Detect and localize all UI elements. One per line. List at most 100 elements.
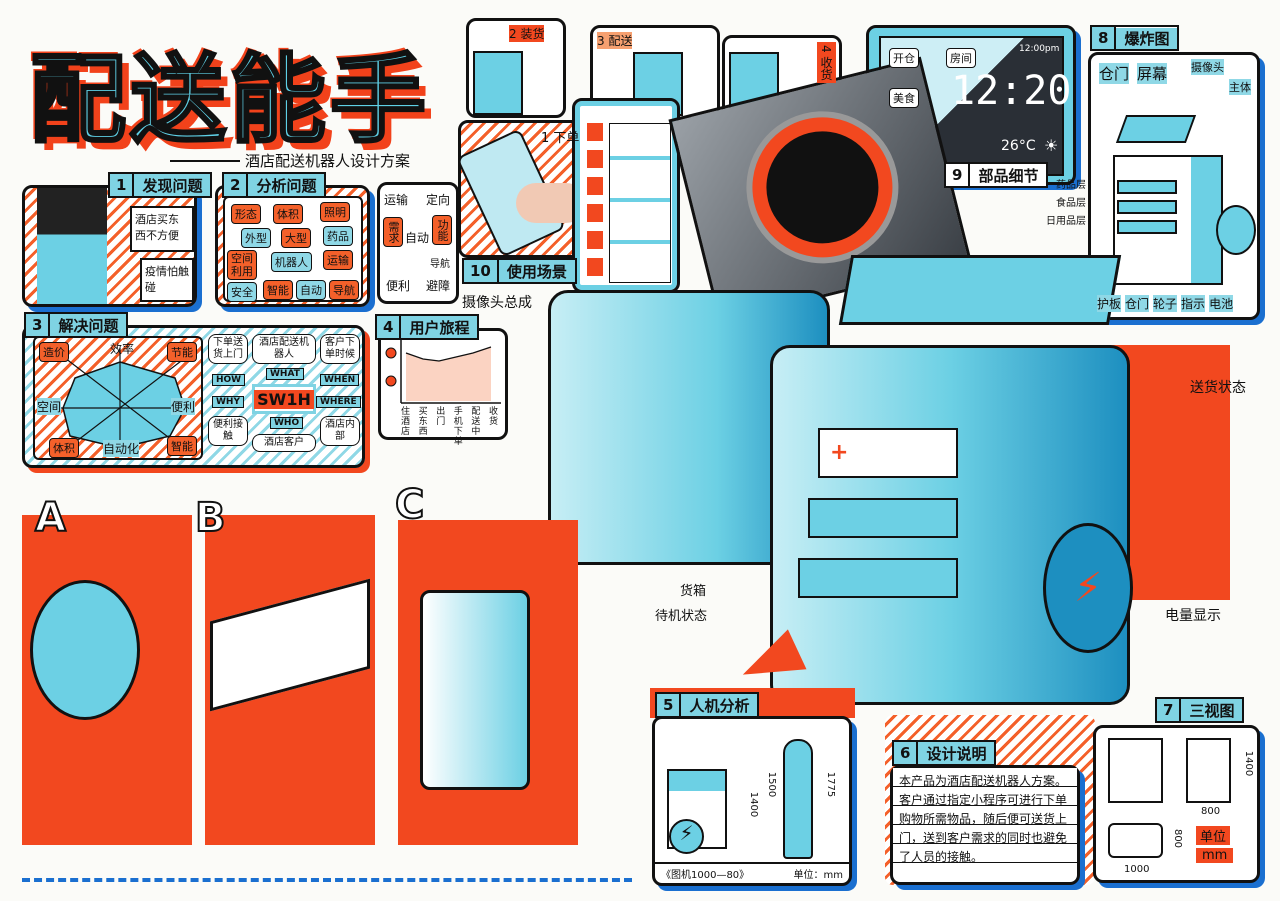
hex-cell: 酒店客户	[252, 434, 316, 452]
tag: 机器人	[271, 252, 312, 272]
bottom-parts: 护板 仓门 轮子 指示 电池	[1097, 295, 1234, 312]
human-figure	[783, 739, 813, 859]
tag: 空间利用	[227, 250, 257, 280]
open-compartment-button[interactable]: 开仓	[889, 48, 919, 68]
need-label: 需求	[383, 217, 403, 247]
need-label: 运输	[384, 193, 409, 207]
radar-label: 智能	[167, 436, 197, 456]
panel-label: 爆炸图	[1116, 27, 1178, 49]
speech-bubble: 酒店买东西不方便	[130, 206, 194, 252]
hex-cell: 酒店配送机器人	[252, 334, 316, 364]
tag: 运输	[323, 250, 353, 270]
poster-title: 配送能手	[29, 43, 430, 158]
panel-number: 1	[110, 174, 135, 196]
tag: 安全	[227, 282, 257, 302]
panel-number: 4	[377, 316, 402, 338]
robot-sensor-arm	[838, 255, 1122, 325]
panel-9-header: 9 部品细节	[944, 162, 1049, 188]
stage-label: 手机下单	[453, 407, 463, 447]
sketch-label-c: C	[394, 481, 425, 529]
wheel	[1216, 205, 1256, 255]
lightning-icon: ⚡	[669, 819, 704, 854]
panel-label: 使用场景	[506, 262, 567, 281]
clock-display: 12:20	[951, 68, 1072, 114]
storyboard-load: 2 装货	[466, 18, 566, 118]
poster-subtitle: 酒店配送机器人设计方案	[245, 152, 411, 170]
dim-human-height: 1775	[825, 771, 837, 798]
panel-number: 6	[894, 742, 919, 764]
panel-label: 解决问题	[58, 316, 119, 335]
panel-label: 分析问题	[256, 176, 317, 195]
part-label: 电池	[1209, 295, 1234, 312]
radar-label: 自动化	[103, 440, 140, 457]
annotation-box: 货箱	[680, 584, 707, 599]
panel-analyze-problem: 形态 体积 照明 外型 大型 药品 空间利用 机器人 运输 智能 安全 自动 导…	[215, 185, 370, 307]
radar-label: 便利	[171, 398, 196, 415]
panel-label: 人机分析	[689, 696, 750, 715]
hex-cell: 酒店内部	[320, 416, 360, 446]
dim-height: 1500	[766, 771, 778, 798]
panel-number: 10	[464, 260, 499, 282]
dim-width: 800	[1201, 806, 1221, 817]
panel-2-header: 2 分析问题	[222, 172, 327, 198]
ergonomics-caption: 《图机1000—80》	[661, 870, 750, 881]
top-view	[1108, 823, 1163, 858]
layer-label: 日用品层	[1046, 216, 1086, 227]
journey-stages: 住酒店 买东西 出门 手机下单 配送中 收货	[401, 407, 501, 447]
step-label: 3 配送	[597, 32, 633, 49]
front-view	[1108, 738, 1163, 803]
w-label: WHEN	[320, 374, 360, 386]
panel-number: 2	[224, 174, 249, 196]
sketch-label-a: A	[34, 494, 67, 542]
annotation-battery: 电量显示	[1165, 608, 1221, 624]
panel-label: 用户旅程	[409, 318, 470, 337]
panel-number: 8	[1092, 27, 1117, 49]
tag: 外型	[241, 228, 271, 248]
w-label: WHO	[270, 417, 304, 429]
part-label: 指示	[1181, 295, 1206, 312]
hex-cell: 下单送货上门	[208, 334, 248, 364]
tag: 形态	[231, 204, 261, 224]
panel-label: 发现问题	[142, 176, 203, 195]
panel-user-journey: 住酒店 买东西 出门 手机下单 配送中 收货	[378, 328, 508, 447]
tag: 导航	[329, 280, 359, 300]
exploded-top	[1115, 115, 1197, 143]
speech-bubble: 疫情怕触碰	[140, 258, 194, 302]
tag: 照明	[320, 202, 350, 222]
part-label: 仓门	[1099, 63, 1130, 84]
tag: 智能	[263, 280, 293, 300]
panel-10-header: 10 使用场景	[462, 258, 577, 284]
hex-cell: 便利接触	[208, 416, 248, 446]
description-text: 本产品为酒店配送机器人方案。客户通过指定小程序可进行下单购物所需物品，随后便可送…	[893, 768, 1077, 871]
journey-chart	[385, 339, 501, 404]
panel-three-views: 1400 800 800 1000 单位 mm	[1093, 725, 1260, 883]
part-label: 屏幕	[1137, 63, 1168, 84]
panel-number: 9	[946, 164, 971, 186]
dim-depth: 800	[1172, 828, 1184, 849]
radar-label: 体积	[49, 438, 79, 458]
room-button[interactable]: 房间	[946, 48, 976, 68]
drawer-food	[808, 498, 958, 538]
stage-label: 配送中	[471, 407, 481, 437]
sketch-label-b: B	[194, 494, 226, 542]
dim-length: 1000	[1124, 864, 1150, 875]
radar-label: 节能	[167, 342, 197, 362]
need-label: 功能	[432, 215, 452, 245]
need-label: 自动	[405, 231, 430, 245]
stage-label: 出门	[436, 407, 446, 427]
radar-web	[55, 348, 195, 456]
panel-label: 部品细节	[978, 166, 1039, 185]
part-label: 轮子	[1153, 295, 1178, 312]
drawer-daily	[798, 558, 958, 598]
annotation-delivery-state: 送货状态	[1190, 380, 1246, 396]
panel-1-header: 1 发现问题	[108, 172, 213, 198]
drawer-medicine: +	[818, 428, 958, 478]
w-label: WHERE	[316, 396, 361, 408]
radar-label: 效率	[110, 342, 135, 356]
food-button[interactable]: 美食	[889, 88, 919, 108]
need-label: 避障	[426, 279, 451, 293]
sketch-a-robot	[30, 580, 140, 720]
